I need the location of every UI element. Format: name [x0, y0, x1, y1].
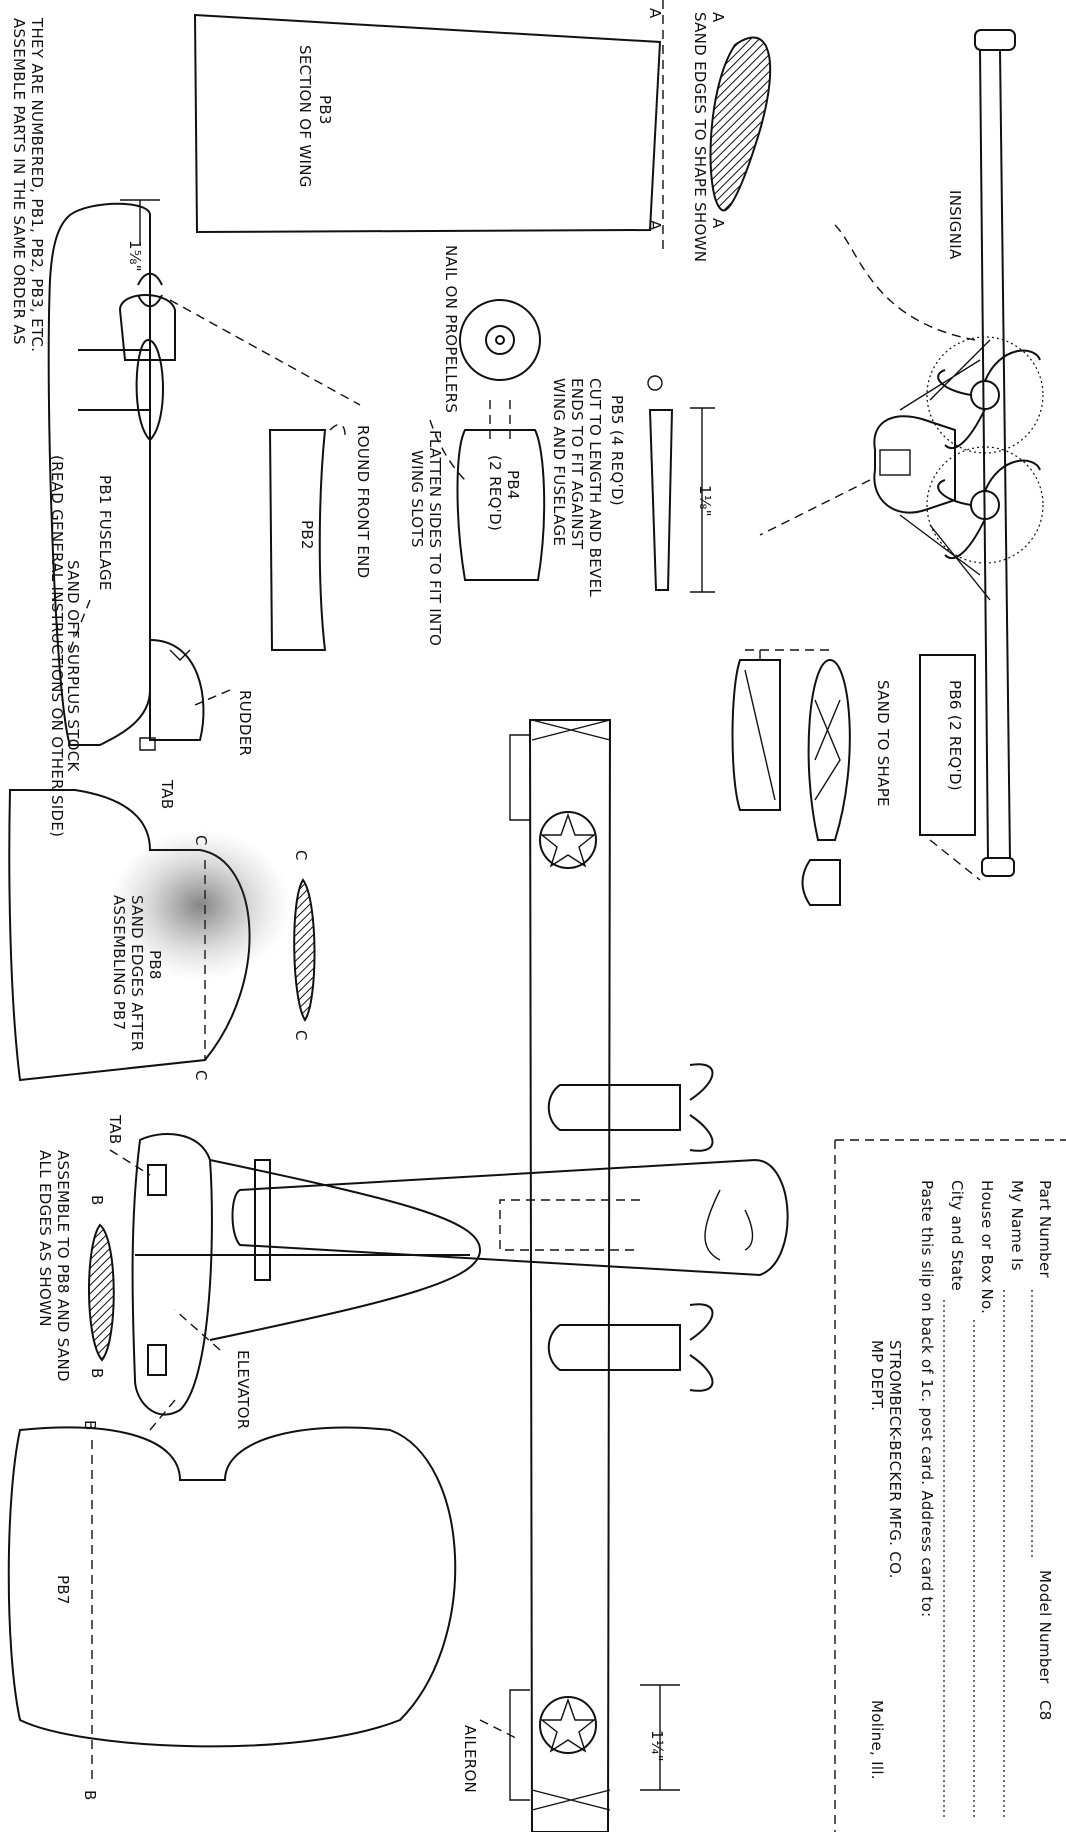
pb2-part: PB2 ROUND FRONT END [268, 423, 372, 651]
section-b-1: B [88, 1195, 106, 1206]
insignia-label: INSIGNIA [946, 190, 964, 260]
pb5-strut-part: 1⅛" PB5 (4 REQ'D) CUT TO LENGTH AND BEVE… [550, 375, 715, 597]
airfoil-a-top: A [709, 12, 727, 23]
section-b-2: B [88, 1368, 106, 1379]
pb4-label: PB4 [504, 470, 522, 500]
rudder-label: RUDDER [236, 690, 254, 756]
elevator-part: TAB ELEVATOR [106, 1114, 482, 1430]
fuselage-dimension: 1⅝" [126, 240, 144, 272]
elevator-label: ELEVATOR [234, 1350, 252, 1430]
slip-part-number: Part Number [1036, 1180, 1054, 1278]
slip-model-number-value: C8 [1036, 1700, 1054, 1721]
section-b-4: B [81, 1790, 99, 1801]
elevator-tab-label: TAB [106, 1114, 124, 1144]
nail-on-propellers: NAIL ON PROPELLERS [442, 245, 460, 413]
slip-city: Moline, Ill. [868, 1700, 886, 1780]
pb8-fin-part: C C C C PB8 SAND EDGES AFTER ASSEMBLING … [8, 789, 316, 1082]
pb5-label: PB5 (4 REQ'D) [608, 395, 626, 506]
sand-edges-to-shape: SAND EDGES TO SHAPE SHOWN [691, 12, 709, 262]
top-view-aircraft: AILERON 1¼" [231, 719, 789, 1832]
sand-to-shape: SAND TO SHAPE [874, 680, 892, 807]
pb5-desc-3: WING AND FUSELAGE [550, 378, 568, 546]
slip-dept: MP DEPT. [868, 1340, 886, 1411]
pb7-label: PB7 [54, 1575, 72, 1605]
assemble-order-line-1: ASSEMBLE PARTS IN THE SAME ORDER AS [10, 18, 28, 345]
pb1-fuselage-side-view: 1⅝" PB1 FUSELAGE SAND OFF SURPLUS STOCK … [47, 199, 361, 809]
wing-section-a-bottom: A [646, 220, 664, 231]
pb7-stabilizer-part: B B ASSEMBLE TO PB8 AND SAND ALL EDGES A… [7, 1150, 457, 1801]
slip-paste-line: Paste this slip on back of 1c. post card… [918, 1180, 936, 1617]
section-c-2: C [292, 1030, 310, 1041]
sand-edges-to-shape-repeat: SAND EDGES TO SHAPE SHOWN [693, 12, 711, 262]
slip-model-number: Model Number [1036, 1570, 1054, 1684]
slip-company: STROMBECK-BECKER MFG. CO. [886, 1340, 904, 1579]
section-b-3: B [81, 1420, 99, 1431]
pb3-description: SECTION OF WING [296, 45, 314, 188]
assemble-pb8-2: ALL EDGES AS SHOWN [36, 1150, 54, 1327]
assemble-pb8-1: ASSEMBLE TO PB8 AND SAND [54, 1150, 72, 1382]
pb5-desc-2: ENDS TO FIT AGAINST [568, 378, 586, 550]
airfoil-a-bottom: A [709, 218, 727, 229]
order-slip: Part Number Model Number C8 My Name Is H… [834, 1139, 1066, 1832]
sand-off-surplus-stock: SAND OFF SURPLUS STOCK [64, 560, 82, 773]
slip-my-name: My Name Is [1008, 1180, 1026, 1271]
pb2-label: PB2 [298, 520, 316, 550]
aileron-label: AILERON [461, 1725, 479, 1793]
flatten-sides-1: FLATTEN SIDES TO FIT INTO [426, 430, 444, 646]
pb3-wing-section: PB3 SECTION OF WING A A [193, 0, 664, 250]
section-c-1: C [292, 850, 310, 861]
pb3-label: PB3 [316, 95, 334, 125]
slip-house-box: House or Box No. [978, 1180, 996, 1314]
section-c-4: C [192, 1070, 210, 1081]
wing-dimension: 1¼" [648, 1730, 666, 1762]
ink-smudge [110, 830, 290, 980]
round-front-end: ROUND FRONT END [354, 425, 372, 579]
assembly-instructions: ASSEMBLE PARTS IN THE SAME ORDER AS THEY… [10, 17, 66, 837]
pb1-label: PB1 FUSELAGE [96, 475, 114, 591]
pb4-nacelle-part: PB4 (2 REQ'D) NAIL ON PROPELLERS FLATTEN… [408, 245, 546, 646]
pb6-label: PB6 (2 REQ'D) [946, 680, 964, 791]
front-view-aircraft: INSIGNIA [759, 29, 1044, 877]
flatten-sides-2: WING SLOTS [408, 450, 426, 548]
wing-section-a-top: A [646, 8, 664, 19]
airfoil-section-a: A A SAND EDGES TO SHAPE SHOWN SAND EDGES… [691, 12, 772, 262]
pb5-dimension: 1⅛" [696, 485, 714, 517]
slip-city-state: City and State [948, 1180, 966, 1291]
rudder-tab-label: TAB [158, 779, 176, 809]
pb5-desc-1: CUT TO LENGTH AND BEVEL [586, 378, 604, 597]
assemble-order-line-2: THEY ARE NUMBERED, PB1, PB2, PB3, ETC. [28, 17, 46, 352]
pb6-part: PB6 (2 REQ'D) SAND TO SHAPE [731, 649, 981, 906]
pb4-quantity: (2 REQ'D) [486, 455, 504, 531]
